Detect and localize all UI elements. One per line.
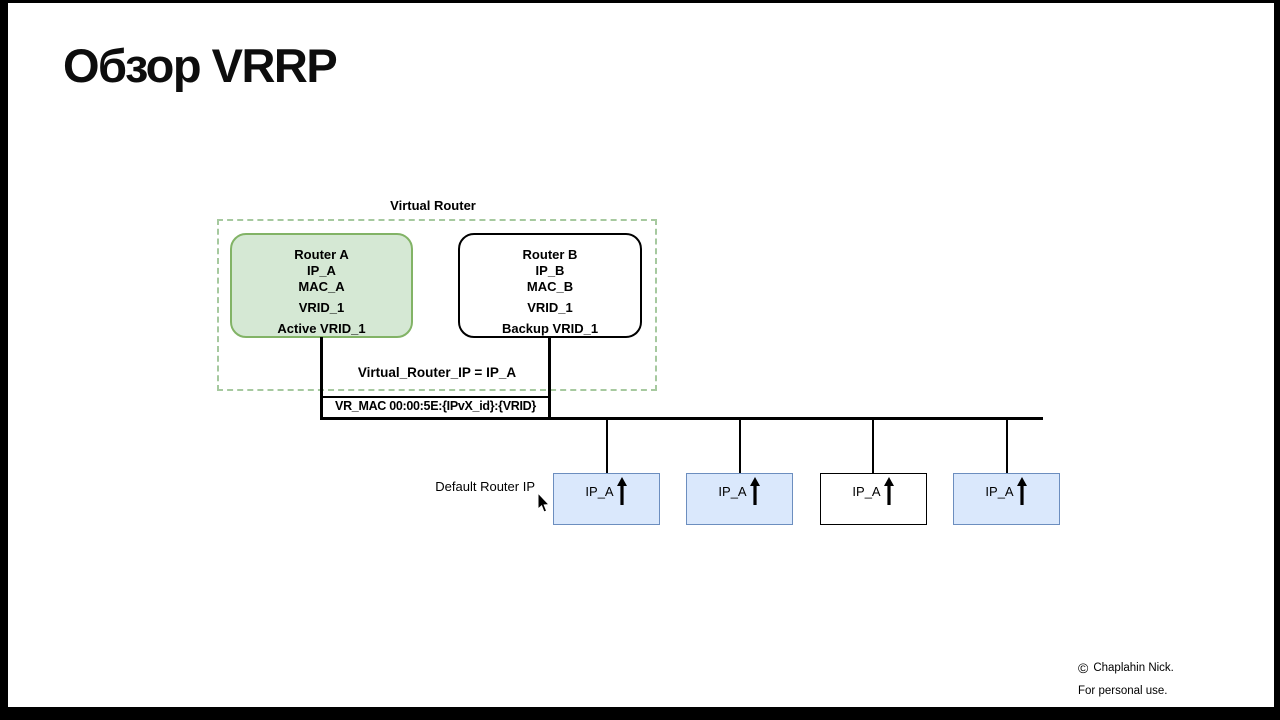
host-box: IP_A: [553, 473, 660, 525]
router-a-mac: MAC_A: [298, 279, 345, 294]
personal-use-note: For personal use.: [1078, 685, 1168, 697]
router-a-box: Router A IP_A MAC_A VRID_1 Active VRID_1: [230, 233, 413, 338]
host-box: IP_A: [686, 473, 793, 525]
vr-mac-label: VR_MAC 00:00:5E:{IPvX_id}:{VRID}: [335, 399, 536, 413]
router-b-name: Router B: [522, 247, 578, 262]
router-a-name: Router A: [294, 247, 349, 262]
virtual-router-ip-label: Virtual_Router_IP = IP_A: [357, 365, 517, 380]
credits: © Chaplahin Nick. For personal use.: [1078, 661, 1174, 697]
letterbox-top: [0, 0, 1280, 3]
copyright-name: Chaplahin Nick.: [1093, 662, 1174, 674]
letterbox-left: [0, 0, 8, 720]
vr-mac-box-top-border: [320, 396, 551, 398]
router-b-ip: IP_B: [535, 263, 565, 278]
mouse-cursor-icon: [537, 491, 552, 520]
router-a-role: Active VRID_1: [277, 321, 366, 336]
router-a-vrid: VRID_1: [298, 300, 345, 315]
up-arrow-icon: [749, 477, 761, 510]
copyright-line: © Chaplahin Nick.: [1078, 661, 1174, 675]
router-b-connector-line: [548, 337, 551, 418]
default-router-ip-label: Default Router IP: [435, 479, 535, 494]
router-b-mac: MAC_B: [526, 279, 574, 294]
host-connector-line: [606, 420, 608, 473]
router-a-connector-line: [320, 337, 323, 418]
host-ip-label: IP_A: [852, 484, 881, 499]
up-arrow-icon: [616, 477, 628, 510]
host-ip-label: IP_A: [718, 484, 747, 499]
host-ip-label: IP_A: [585, 484, 614, 499]
network-bus-line: [320, 417, 1043, 420]
host-ip-label: IP_A: [985, 484, 1014, 499]
router-a-ip: IP_A: [307, 263, 336, 278]
router-b-box: Router B IP_B MAC_B VRID_1 Backup VRID_1: [458, 233, 642, 338]
host-connector-line: [872, 420, 874, 473]
virtual-router-label: Virtual Router: [390, 198, 476, 213]
up-arrow-icon: [1016, 477, 1028, 510]
slide-title: Обзор VRRP: [63, 39, 338, 92]
router-b-role: Backup VRID_1: [501, 321, 599, 336]
up-arrow-icon: [883, 477, 895, 510]
host-box: IP_A: [820, 473, 927, 525]
letterbox-bottom: [0, 707, 1280, 720]
letterbox-right: [1274, 0, 1280, 720]
host-box: IP_A: [953, 473, 1060, 525]
host-connector-line: [1006, 420, 1008, 473]
router-b-vrid: VRID_1: [527, 300, 573, 315]
virtual-router-dashed-group: [217, 219, 657, 391]
copyright-icon: ©: [1078, 660, 1089, 676]
host-connector-line: [739, 420, 741, 473]
